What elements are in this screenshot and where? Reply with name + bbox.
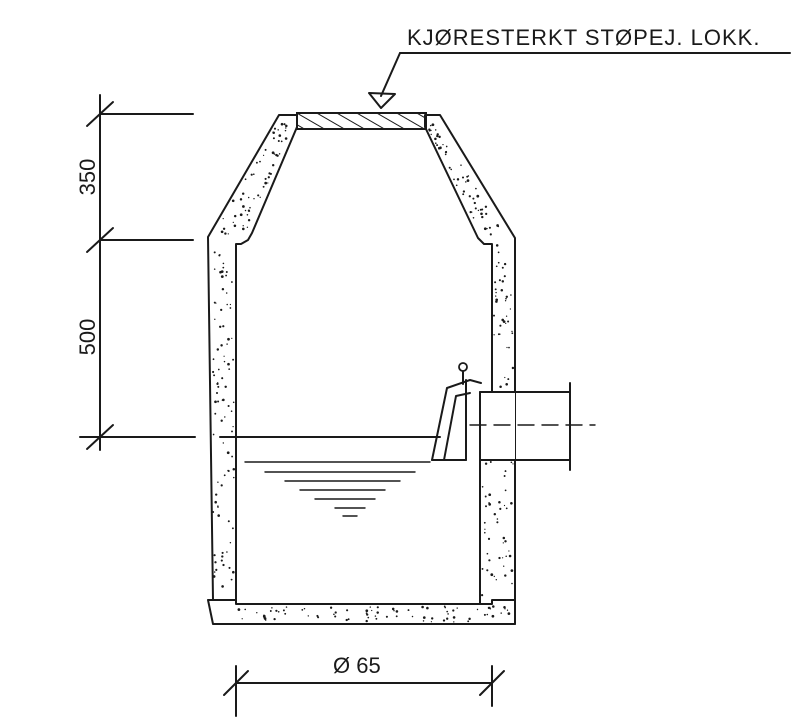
outlet-pipe: [469, 382, 596, 471]
diameter-dimension: Ø 65: [223, 653, 505, 717]
dim-top-text: 350: [75, 159, 100, 196]
concrete-wall-left: [207, 114, 298, 601]
dim-diameter-text: Ø 65: [333, 653, 381, 678]
dim-middle-text: 500: [75, 319, 100, 356]
outlet-baffle: [431, 362, 482, 461]
cover-lid: [296, 112, 427, 130]
vertical-dimension: 350 500: [75, 94, 196, 451]
concrete-texture: [212, 122, 515, 623]
cover-callout: KJØRESTERKT STØPEJ. LOKK.: [368, 25, 791, 109]
water-surface: [219, 436, 441, 517]
cover-callout-text: KJØRESTERKT STØPEJ. LOKK.: [407, 25, 760, 50]
concrete-bottom-slab: [207, 599, 516, 625]
concrete-wall-right: [424, 114, 516, 625]
